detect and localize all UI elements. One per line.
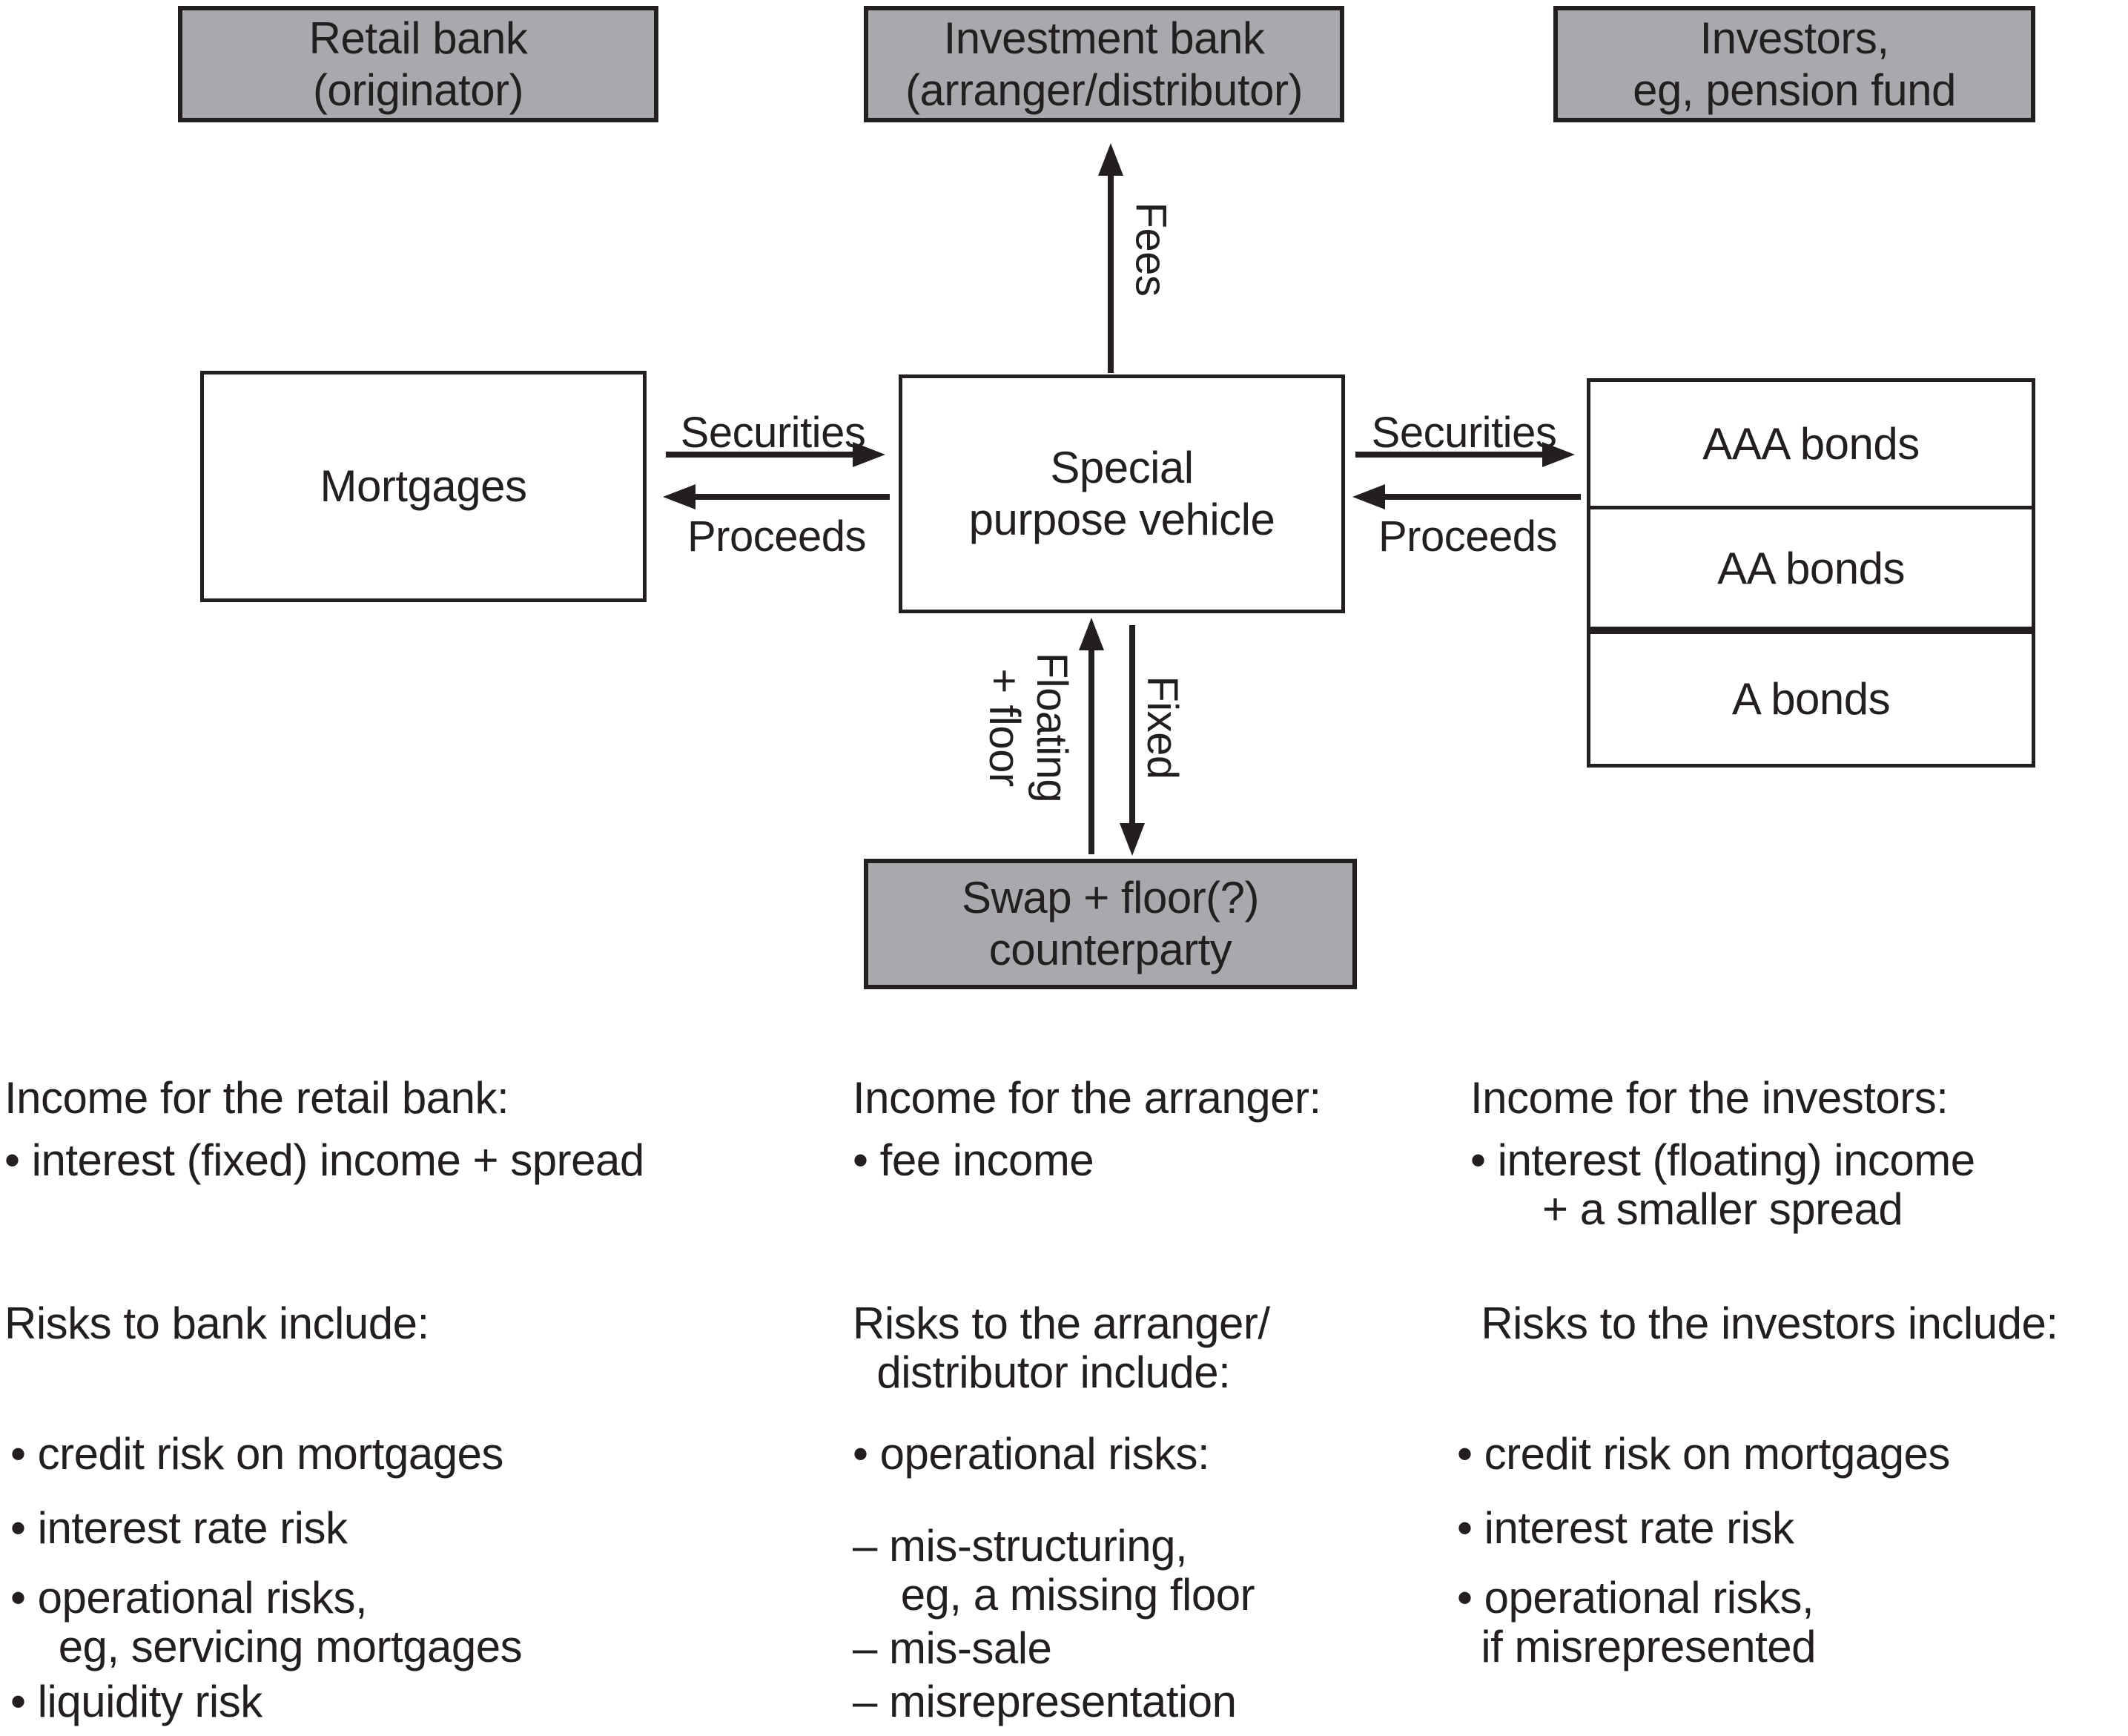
income-retail-title: Income for the retail bank: <box>4 1073 509 1123</box>
risks-arranger-item: • operational risks: <box>853 1429 1210 1479</box>
node-a-bonds: A bonds <box>1731 674 1891 724</box>
node-aaa-bonds: AAA bonds <box>1590 382 2032 509</box>
node-mortgages: Mortgages <box>200 371 647 602</box>
arrowhead-proceeds-right <box>1352 484 1385 509</box>
flow-label-proceeds-left: Proceeds <box>687 512 867 561</box>
flow-label-securities-right: Securities <box>1371 409 1557 457</box>
income-retail-item: • interest (fixed) income + spread <box>4 1135 644 1185</box>
node-aa-bonds: AA bonds <box>1590 509 2032 634</box>
income-investors-title: Income for the investors: <box>1470 1073 1949 1123</box>
risks-investors-title: Risks to the investors include: <box>1457 1298 2058 1348</box>
arrowhead-floating-up <box>1079 618 1104 650</box>
flow-label-fixed: Fixed <box>1138 676 1186 779</box>
node-investment-bank: Investment bank (arranger/distributor) <box>864 6 1344 122</box>
node-swap-counterparty: Swap + floor(?) counterparty <box>864 859 1357 989</box>
arrowhead-fees-up <box>1098 143 1123 176</box>
arrowhead-securities-left <box>853 442 885 467</box>
risks-investors-item: • credit risk on mortgages <box>1457 1429 1950 1479</box>
risks-arranger-title: Risks to the arranger/ distributor inclu… <box>853 1298 1270 1397</box>
arrowhead-fixed-down <box>1120 823 1145 856</box>
node-bond-stack: AAA bonds AA bonds A bonds <box>1587 378 2035 768</box>
income-arranger-item: • fee income <box>853 1135 1094 1185</box>
flow-label-proceeds-right: Proceeds <box>1378 512 1558 561</box>
node-retail-bank: Retail bank (originator) <box>178 6 658 122</box>
risks-investors-item: • operational risks, if misrepresented <box>1457 1573 1817 1671</box>
risks-arranger-item: – mis-structuring, eg, a missing floor <box>853 1521 1255 1620</box>
risks-bank-title: Risks to bank include: <box>4 1298 429 1348</box>
flow-label-floating-plus-floor: Floating + floor <box>980 652 1076 803</box>
risks-bank-item: • interest rate risk <box>10 1503 348 1553</box>
risks-bank-item: • operational risks, eg, servicing mortg… <box>10 1573 523 1671</box>
risks-investors-item: • interest rate risk <box>1457 1503 1794 1553</box>
flow-label-securities-left: Securities <box>680 409 866 457</box>
income-investors-item: • interest (floating) income + a smaller… <box>1470 1135 1975 1234</box>
risks-arranger-item: – misrepresentation <box>853 1677 1237 1726</box>
node-investors: Investors, eg, pension fund <box>1553 6 2035 122</box>
risks-bank-item: • credit risk on mortgages <box>10 1429 503 1479</box>
risks-bank-item: • liquidity risk <box>10 1677 262 1726</box>
risks-arranger-item: – mis-sale <box>853 1623 1052 1673</box>
income-arranger-title: Income for the arranger: <box>853 1073 1321 1123</box>
node-spv: Special purpose vehicle <box>899 374 1345 613</box>
arrowhead-securities-right <box>1542 442 1575 467</box>
arrowhead-proceeds-left <box>663 484 695 509</box>
flow-label-fees: Fees <box>1126 202 1175 297</box>
